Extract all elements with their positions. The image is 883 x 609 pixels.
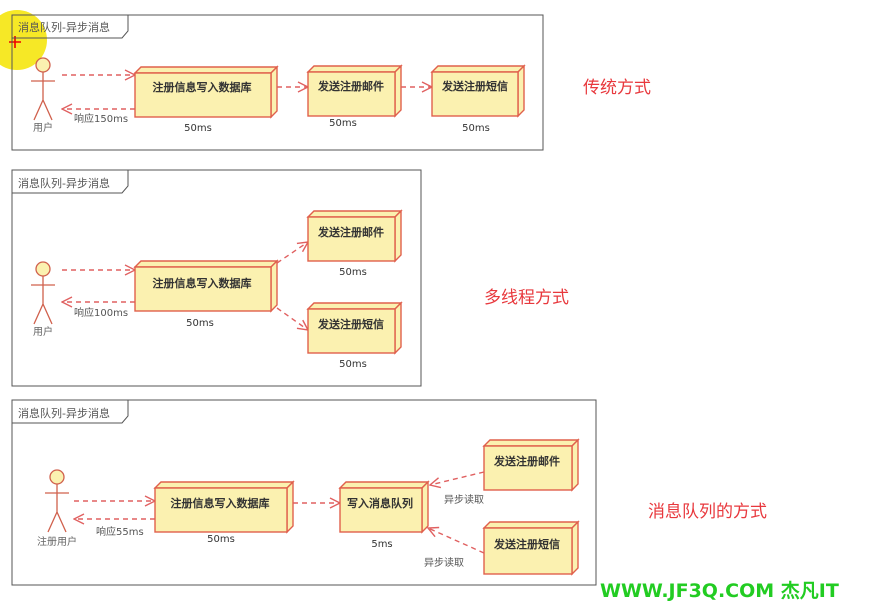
box-front [134, 72, 272, 118]
user-actor-icon [45, 469, 69, 533]
box-top [338, 481, 430, 489]
actor-body [31, 276, 55, 325]
step-time: 50ms [462, 123, 490, 134]
frame-multithread: 消息队列-异步消息 用户 响应100ms 注册信息写入数据库 50ms 发送注册… [11, 169, 422, 387]
actor-label: 用户 [33, 121, 53, 134]
box-front [307, 71, 396, 117]
box-top [306, 65, 403, 73]
step-box [430, 64, 526, 118]
box-top [482, 439, 580, 447]
box-side [394, 64, 402, 118]
response-time: 响应100ms [74, 306, 128, 319]
flow-arrow [276, 242, 308, 264]
frame-title: 消息队列-异步消息 [18, 20, 110, 34]
box-top [133, 66, 279, 74]
step-time: 50ms [207, 534, 235, 545]
step-box [153, 480, 295, 534]
step-box [306, 301, 403, 355]
box-top [133, 260, 279, 268]
step-label: 发送注册邮件 [317, 225, 384, 239]
watermark: WWW.JF3Q.COM 杰凡IT [600, 580, 839, 602]
box-front [134, 266, 272, 312]
actor-label: 注册用户 [37, 535, 77, 548]
async-arrow [428, 528, 485, 554]
box-top [306, 210, 403, 218]
response-time: 响应55ms [96, 525, 144, 538]
box-top [306, 302, 403, 310]
box-side [571, 438, 579, 492]
step-label: 发送注册短信 [317, 317, 384, 331]
box-front [307, 308, 396, 354]
actor-body [45, 484, 69, 533]
actor-head [35, 261, 51, 277]
box-front [483, 527, 573, 575]
frame-traditional: 消息队列-异步消息 用户 响应150ms 注册信息写入数据库 50ms 发送注册… [11, 14, 544, 151]
step-box [306, 64, 403, 118]
box-side [421, 480, 429, 534]
step-time: 5ms [371, 539, 392, 550]
actor-label: 用户 [33, 325, 53, 338]
user-actor-icon [31, 57, 55, 121]
frame-queue: 消息队列-异步消息 注册用户 响应55ms 注册信息写入数据库 50ms 写入消… [11, 399, 597, 586]
response-time: 响应150ms [74, 112, 128, 125]
box-side [286, 480, 294, 534]
async-arrow [430, 471, 485, 485]
actor-head [49, 469, 65, 485]
step-label: 发送注册短信 [493, 537, 560, 551]
box-side [394, 301, 402, 355]
caption-multithread: 多线程方式 [484, 288, 569, 308]
box-side [270, 259, 278, 313]
step-label: 写入消息队列 [347, 496, 413, 510]
step-label: 注册信息写入数据库 [153, 276, 252, 290]
box-front [154, 487, 288, 533]
caption-traditional: 传统方式 [583, 78, 651, 98]
box-top [153, 481, 295, 489]
step-box [482, 520, 580, 576]
step-time: 50ms [329, 118, 357, 129]
box-top [482, 521, 580, 529]
caption-queue: 消息队列的方式 [648, 502, 767, 522]
flow-arrow [276, 307, 308, 330]
step-label: 发送注册邮件 [493, 454, 560, 468]
queue-box [338, 480, 430, 534]
step-label: 发送注册短信 [441, 79, 508, 93]
step-time: 50ms [339, 267, 367, 278]
frame-title: 消息队列-异步消息 [18, 406, 110, 420]
box-front [431, 71, 519, 117]
box-side [517, 64, 525, 118]
step-box [133, 259, 279, 313]
step-box [133, 65, 279, 119]
box-front [307, 216, 396, 262]
box-front [339, 487, 423, 533]
actor-body [31, 72, 55, 121]
step-box [482, 438, 580, 492]
user-actor-icon [31, 261, 55, 325]
box-front [483, 445, 573, 491]
frame-title: 消息队列-异步消息 [18, 176, 110, 190]
async-read-label: 异步读取 [424, 556, 464, 569]
async-read-label: 异步读取 [444, 493, 484, 506]
actor-head [35, 57, 51, 73]
step-box [306, 209, 403, 263]
box-side [394, 209, 402, 263]
box-top [430, 65, 526, 73]
step-label: 发送注册邮件 [317, 79, 384, 93]
box-side [571, 520, 579, 576]
step-time: 50ms [186, 318, 214, 329]
box-side [270, 65, 278, 119]
step-label: 注册信息写入数据库 [153, 80, 252, 94]
step-time: 50ms [184, 123, 212, 134]
step-time: 50ms [339, 359, 367, 370]
step-label: 注册信息写入数据库 [171, 496, 270, 510]
